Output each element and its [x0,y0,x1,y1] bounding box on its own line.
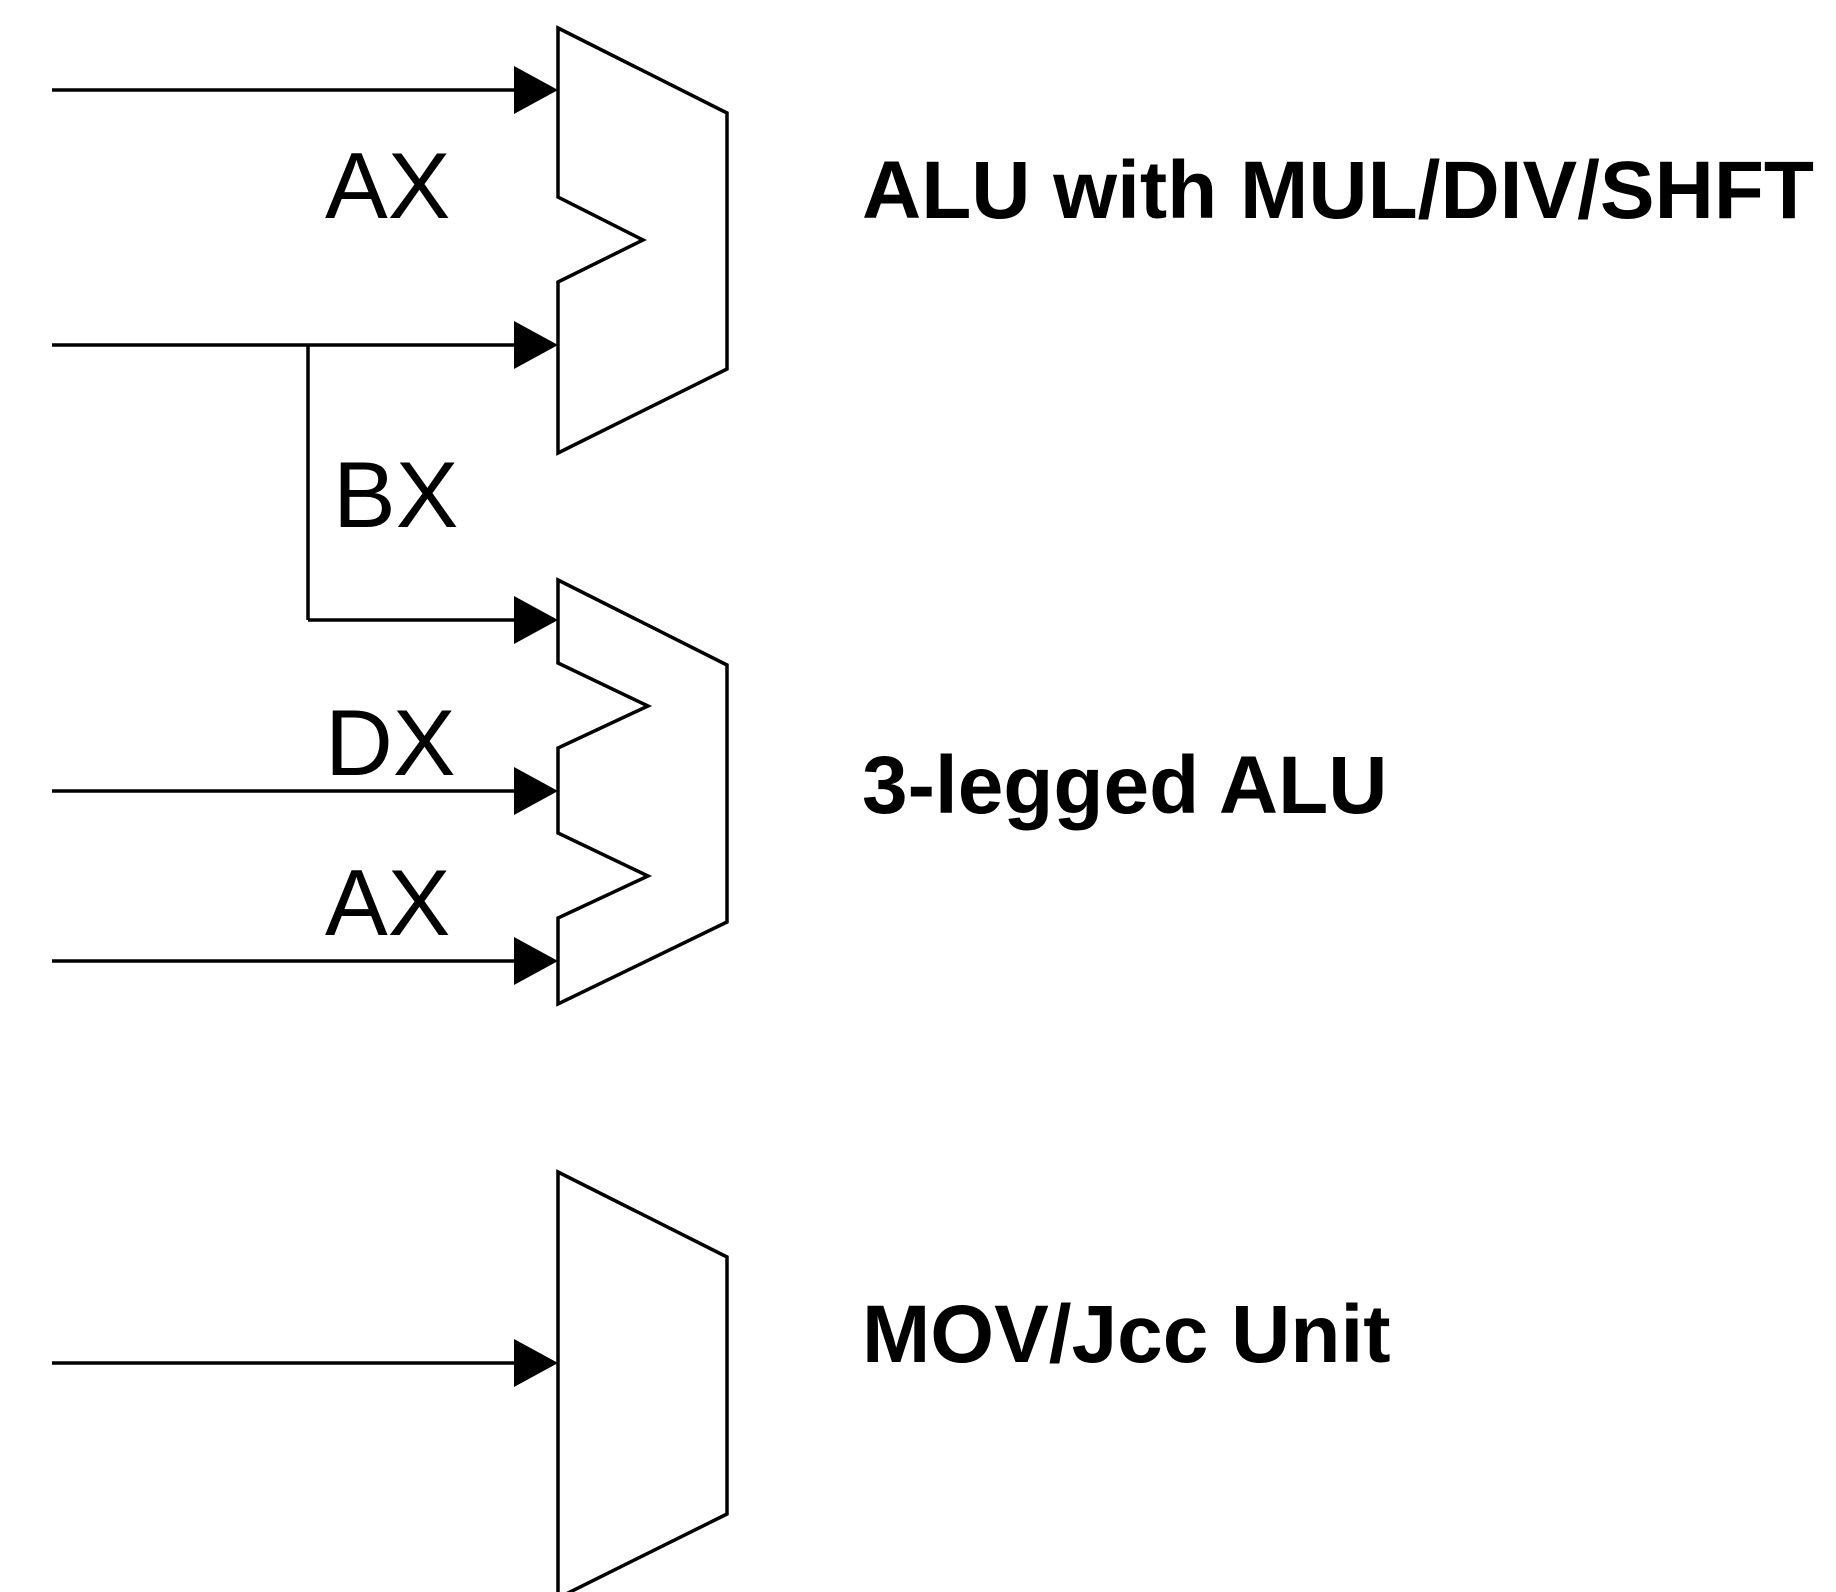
bx-label: BX [333,442,458,547]
alu2-input-dx-arrow [514,767,558,815]
alu2-input-dx-label: DX [325,690,456,795]
alu-mul-div-shft-shape [556,25,729,456]
alu1-input-b-arrow [514,321,558,369]
bx-shared-input: BX [306,345,558,644]
three-legged-alu-label: 3-legged ALU [862,740,1387,831]
alu1-input-a-arrow [514,66,558,114]
alu1-input-a-label: AX [325,133,450,238]
three-legged-alu-unit: DX AX 3-legged ALU [52,577,1387,1007]
mov-jcc-input-arrow [514,1339,558,1387]
mov-jcc-unit-label: MOV/Jcc Unit [862,1289,1391,1380]
alu2-input-ax-label: AX [325,850,450,955]
alu-mul-div-shft-label: ALU with MUL/DIV/SHFT [862,145,1814,236]
alu-mul-div-shft-unit: AX ALU with MUL/DIV/SHFT [52,25,1814,456]
three-legged-alu-shape [556,577,729,1007]
mov-jcc-unit-shape [556,1169,729,1592]
alu2-input-bx-arrow [514,596,558,644]
alu2-input-ax-arrow [514,937,558,985]
mov-jcc-unit: MOV/Jcc Unit [52,1169,1391,1592]
